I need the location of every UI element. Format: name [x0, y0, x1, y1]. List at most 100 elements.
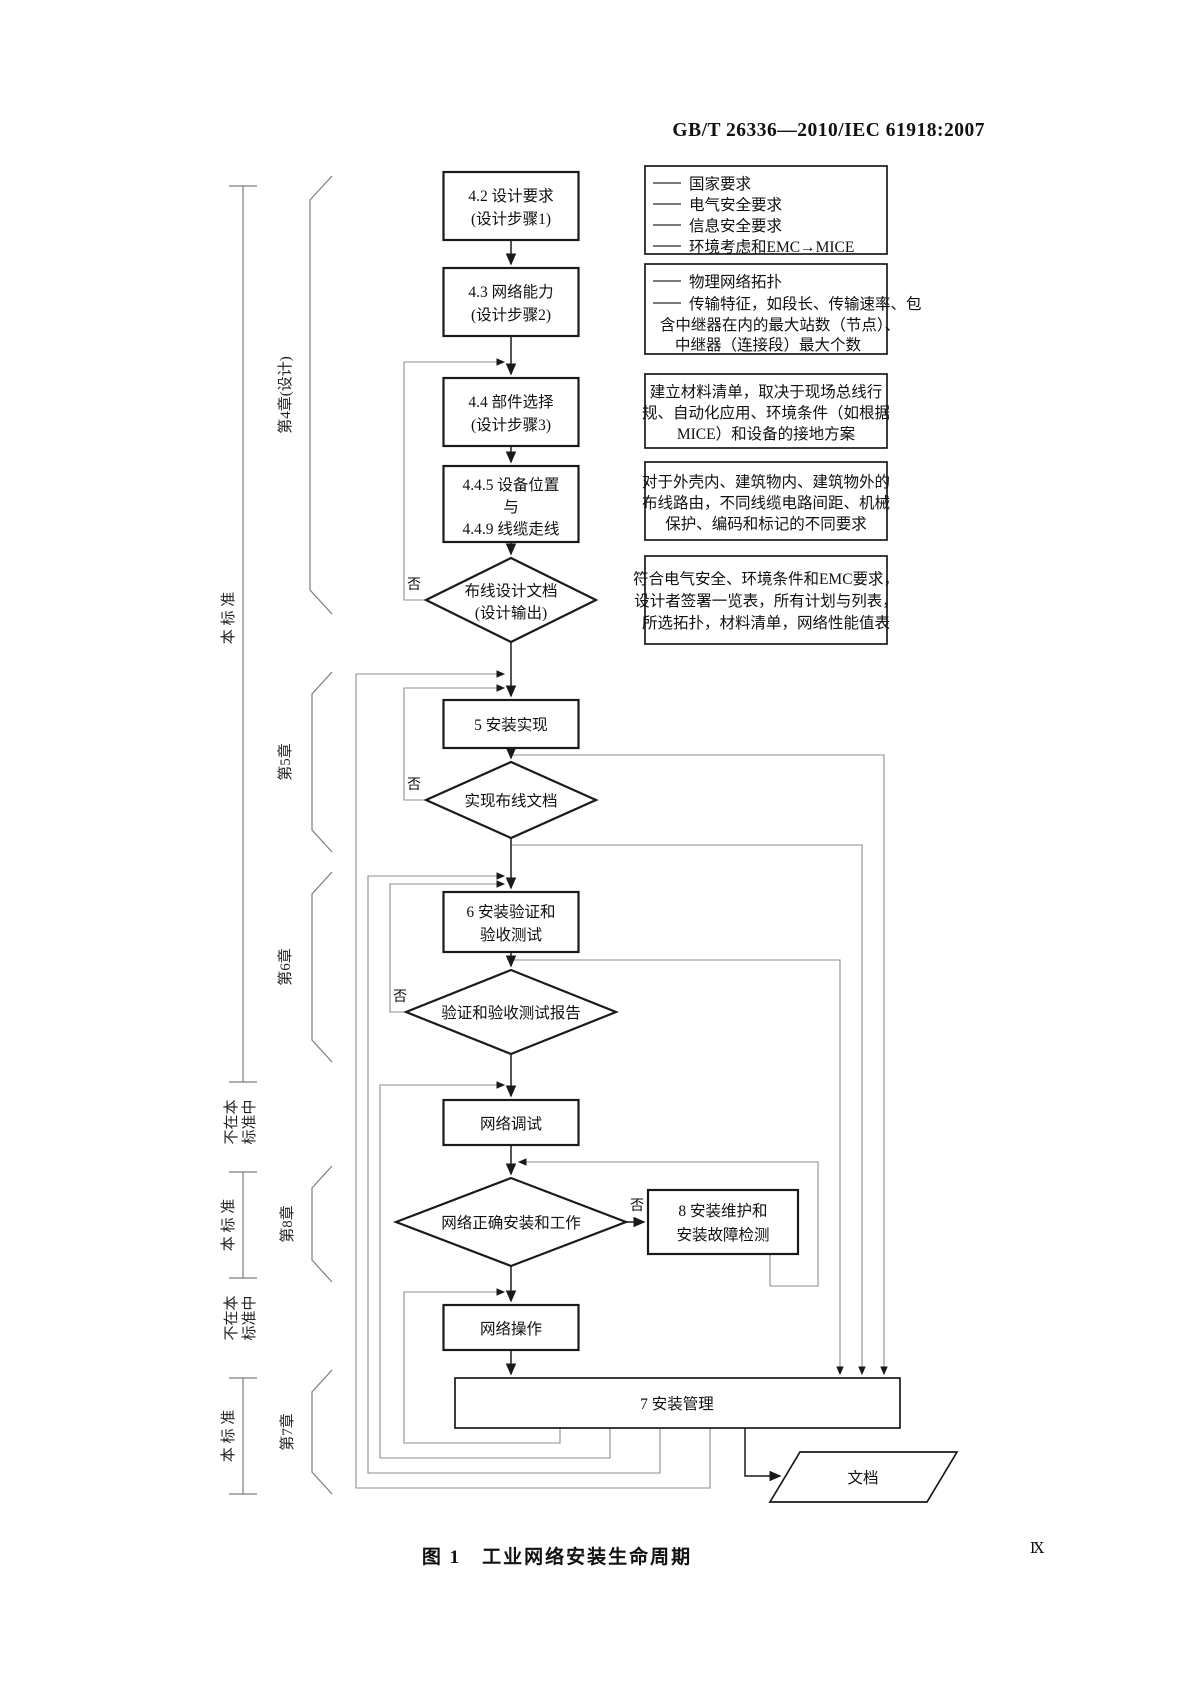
note-outputs — [644, 555, 888, 645]
diamond-network-ok-label: 网络正确安装和工作 — [441, 1214, 581, 1232]
note3-line3: MICE）和设备的接地方案 — [677, 425, 856, 443]
note1-line4: 环境考虑和EMC→MICE — [689, 237, 854, 256]
note2-line2: 传输特征，如段长、传输速率、包 — [689, 295, 922, 313]
box-operation — [442, 1303, 580, 1352]
note1-line1: 国家要求 — [689, 175, 751, 193]
note-materials — [644, 373, 888, 449]
box-equipment-location-line3: 4.4.9 线缆走线 — [463, 520, 560, 538]
no-label-report: 否 — [393, 990, 407, 1005]
chapter-6-bracket — [311, 871, 333, 1063]
feedback-lines — [355, 358, 888, 1489]
box-verification-line2: 验收测试 — [480, 926, 542, 944]
note4-line3: 保护、编码和标记的不同要求 — [665, 515, 867, 533]
note4-line1: 对于外壳内、建筑物内、建筑物外的 — [642, 473, 890, 491]
branch-verify-to-management — [511, 959, 844, 1376]
diamond-design-doc-line1: 布线设计文档 — [464, 582, 557, 600]
note3-line1: 建立材料清单，取决于现场总线行 — [650, 383, 883, 401]
flow-connectors — [505, 240, 782, 1482]
no-label-network-ok: 否 — [630, 1199, 644, 1214]
diamond-test-report — [403, 968, 619, 1056]
chapter-6-label: 第6章 — [276, 948, 294, 986]
box-installation — [442, 698, 580, 750]
box-design-requirements-line2: (设计步骤1) — [471, 210, 551, 228]
in-standard-label-3: 本 标 准 — [220, 1410, 237, 1463]
box-operation-label: 网络操作 — [480, 1320, 542, 1338]
parallelogram-document — [768, 1451, 959, 1503]
branch-impldoc-to-management — [511, 844, 866, 1376]
box-verification-line1: 6 安装验证和 — [466, 903, 555, 921]
scope-spine-1 — [229, 185, 257, 1083]
parallelogram-document-label: 文档 — [847, 1469, 878, 1487]
management-loop-to-operation — [403, 1288, 561, 1444]
note2-line3: 含中继器在内的最大站数（节点）、 — [660, 316, 900, 334]
diamond-impl-doc-label: 实现布线文档 — [464, 792, 557, 810]
chapter-4-bracket — [309, 175, 333, 615]
no-label-design-doc: 否 — [407, 578, 421, 593]
note-routing — [644, 461, 888, 541]
not-in-standard-1-line2: 标准中 — [241, 1099, 258, 1144]
no-label-impl-doc: 否 — [407, 778, 421, 793]
management-loop-to-commissioning — [379, 1081, 611, 1459]
box-installation-label: 5 安装实现 — [474, 716, 548, 734]
loop-maintenance-return — [517, 1158, 819, 1287]
management-loop-to-verification — [367, 872, 661, 1474]
scope-spine-3 — [229, 1377, 257, 1495]
chapter-5-label: 第5章 — [276, 743, 294, 781]
note1-line3: 信息安全要求 — [689, 217, 782, 235]
diamond-design-doc-line2: (设计输出) — [475, 604, 547, 622]
diamond-test-report-label: 验证和验收测试报告 — [441, 1004, 581, 1022]
loop-design-doc-no — [403, 358, 506, 601]
note4-line2: 布线路由，不同线缆电路间距、机械 — [642, 494, 890, 512]
loop-impl-doc-no — [403, 684, 506, 801]
loop-report-no — [389, 880, 506, 1013]
note5-line3: 所选拓扑，材料清单，网络性能值表 — [642, 614, 890, 632]
diamond-network-ok — [392, 1176, 630, 1268]
diamond-impl-doc — [423, 760, 599, 840]
note1-line2: 电气安全要求 — [689, 196, 782, 214]
box-design-requirements-line1: 4.2 设计要求 — [468, 187, 553, 205]
note2-line4: 中继器（连接段）最大个数 — [675, 336, 862, 354]
box-design-requirements — [442, 170, 580, 242]
figure-caption: 图 1 工业网络安装生命周期 — [422, 1545, 692, 1568]
box-management-label: 7 安装管理 — [640, 1395, 714, 1413]
in-standard-label-2: 本 标 准 — [220, 1199, 237, 1252]
box-component-selection — [442, 376, 580, 448]
box-equipment-location-line1: 4.4.5 设备位置 — [463, 476, 560, 494]
not-in-standard-1-line1: 不在本 — [223, 1099, 240, 1144]
box-component-selection-line2: (设计步骤3) — [471, 416, 551, 434]
chapter-4-label: 第4章(设计) — [276, 356, 294, 434]
chapter-7-label: 第7章 — [278, 1413, 296, 1451]
note5-line1: 符合电气安全、环境条件和EMC要求， — [633, 569, 899, 588]
branch-install-to-management — [511, 754, 888, 1376]
box-network-capability — [442, 266, 580, 338]
box-maintenance-line1: 8 安装维护和 — [678, 1202, 767, 1220]
box-equipment-location — [442, 464, 580, 544]
note5-line2: 设计者签署一览表，所有计划与列表， — [634, 592, 898, 610]
chapter-8-bracket — [311, 1165, 333, 1283]
box-maintenance — [646, 1188, 800, 1256]
box-management — [454, 1377, 901, 1429]
chapter-5-bracket — [311, 671, 333, 853]
box-commissioning-label: 网络调试 — [480, 1115, 542, 1133]
box-component-selection-line1: 4.4 部件选择 — [468, 393, 554, 411]
not-in-standard-2-line2: 标准中 — [241, 1295, 258, 1340]
arrow-management-to-document — [744, 1428, 782, 1482]
note-capability — [644, 263, 888, 355]
chapter-7-bracket — [311, 1369, 333, 1495]
chapter-8-label: 第8章 — [278, 1205, 296, 1243]
note-design-inputs — [644, 165, 888, 255]
box-commissioning — [442, 1098, 580, 1147]
diamond-design-doc — [423, 556, 599, 644]
box-network-capability-line2: (设计步骤2) — [471, 306, 551, 324]
page-number: Ⅸ — [1030, 1541, 1045, 1557]
in-standard-label-1: 本 标 准 — [220, 592, 237, 645]
box-network-capability-line1: 4.3 网络能力 — [468, 283, 553, 301]
sidebar-scope-annotations: 本 标 准 不在本 标准中 本 标 准 不在本 标准中 本 标 准 第4章(设计… — [220, 175, 333, 1495]
box-maintenance-line2: 安装故障检测 — [676, 1226, 769, 1244]
note3-line2: 规、自动化应用、环境条件（如根据 — [642, 403, 890, 422]
note2-line1: 物理网络拓扑 — [689, 273, 782, 291]
annotation-notes: 国家要求 电气安全要求 信息安全要求 环境考虑和EMC→MICE 物理网络拓扑 … — [633, 165, 922, 645]
box-verification — [442, 890, 580, 954]
